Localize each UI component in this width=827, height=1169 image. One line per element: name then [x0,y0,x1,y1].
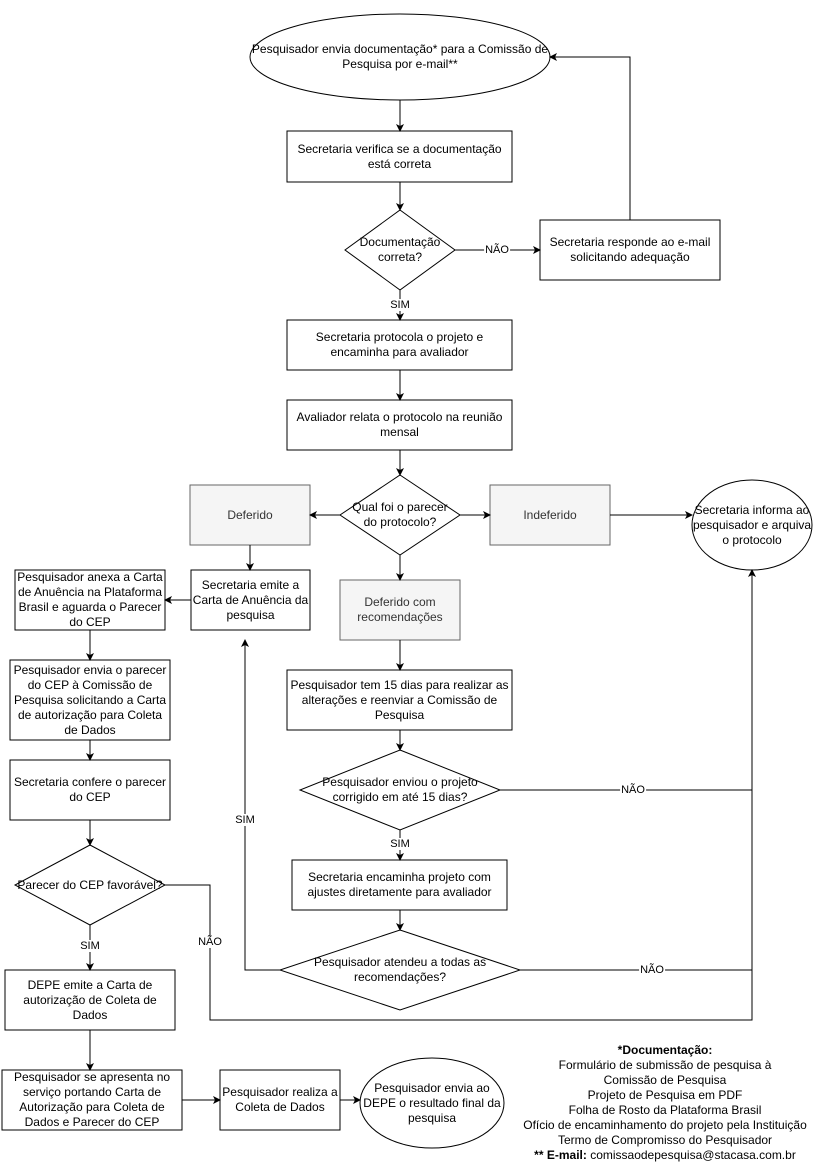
email-label: ** E-mail: [534,1148,587,1162]
documentation-notes: *Documentação: Formulário de submissão d… [515,1043,815,1163]
protocola-box [286,319,513,371]
notes-item: Projeto de Pesquisa em PDF [587,1088,743,1102]
arquiva-text: Secretaria informa ao pesquisador e arqu… [692,502,812,547]
emite-anuencia-text: Secretaria emite a Carta de Anuência da … [192,577,309,622]
doc-ok-text: Documentação correta? [359,235,441,264]
indeferido-text: Indeferido [523,507,577,522]
notes-item: Folha de Rosto da Plataforma Brasil [568,1103,762,1117]
atendeu-diamond [278,929,522,1011]
realiza-box [219,1069,341,1131]
edge-label-nao: NÃO [197,936,223,948]
confere-text: Secretaria confere o parecer do CEP [13,775,167,804]
edge-label-sim: SIM [79,940,101,952]
edge-label-nao: NÃO [484,244,510,256]
quinze-text: Pesquisador tem 15 dias para realizar as… [290,677,509,722]
notes-item: Formulário de submissão de pesquisa à Co… [558,1058,772,1087]
verify-box [286,130,513,183]
deferido-rec-box [339,579,461,641]
edge [165,569,756,1021]
parecer-text: Qual foi o parecer do protocolo? [352,500,448,529]
deferido-rec-text: Deferido com recomendações [357,595,443,624]
realiza-text: Pesquisador realiza a Coleta de Dados [222,1085,338,1114]
adequacao-text: Secretaria responde ao e-mail solicitand… [549,235,711,264]
deferido-text: Deferido [227,507,273,522]
depe-text: DEPE emite a Carta de autorização de Col… [23,977,157,1022]
edge-label-nao: NÃO [639,964,665,976]
notes-item: Termo de Compromisso do Pesquisador [557,1133,773,1147]
notes-item: Ofício de encaminhamento do projeto pela… [523,1118,807,1132]
avaliador-text: Avaliador relata o protocolo na reunião … [296,410,503,439]
notes-title: *Documentação: [617,1043,713,1057]
email-address: comissaodepesquisa@stacasa.com.br [590,1148,796,1162]
edge-label-nao: NÃO [620,784,646,796]
envia-parecer-text: Pesquisador envia o parecer do CEP à Com… [13,662,167,737]
quinze-box [286,669,513,731]
apresenta-text: Pesquisador se apresenta no serviço port… [13,1070,171,1129]
encaminha-text: Secretaria encaminha projeto com ajustes… [307,870,492,899]
enviou-text: Pesquisador enviou o projeto corrigido e… [322,775,478,804]
verify-text: Secretaria verifica se a documentação es… [297,141,502,171]
protocola-text: Secretaria protocola o projeto e encamin… [315,330,484,359]
cep-ok-text: Parecer do CEP favorável? [17,877,163,892]
encaminha-box [291,859,508,911]
edge-label-sim: SIM [234,814,256,826]
apresenta-box [1,1069,183,1131]
edge [241,639,280,971]
edge-label-sim: SIM [389,299,411,311]
deferido-box [189,484,311,546]
anexa-text: Pesquisador anexa a Carta de Anuência na… [17,570,163,629]
start-text: Pesquisador envia documentação* para a C… [251,42,549,71]
envia-parecer-box [9,659,171,741]
atendeu-text: Pesquisador atendeu a todas as recomenda… [313,955,487,984]
depe-box [4,969,176,1031]
edge-label-sim: SIM [389,838,411,850]
edge [549,53,631,220]
confere-box [9,759,171,821]
final-text: Pesquisador envia ao DEPE o resultado fi… [363,1080,501,1125]
